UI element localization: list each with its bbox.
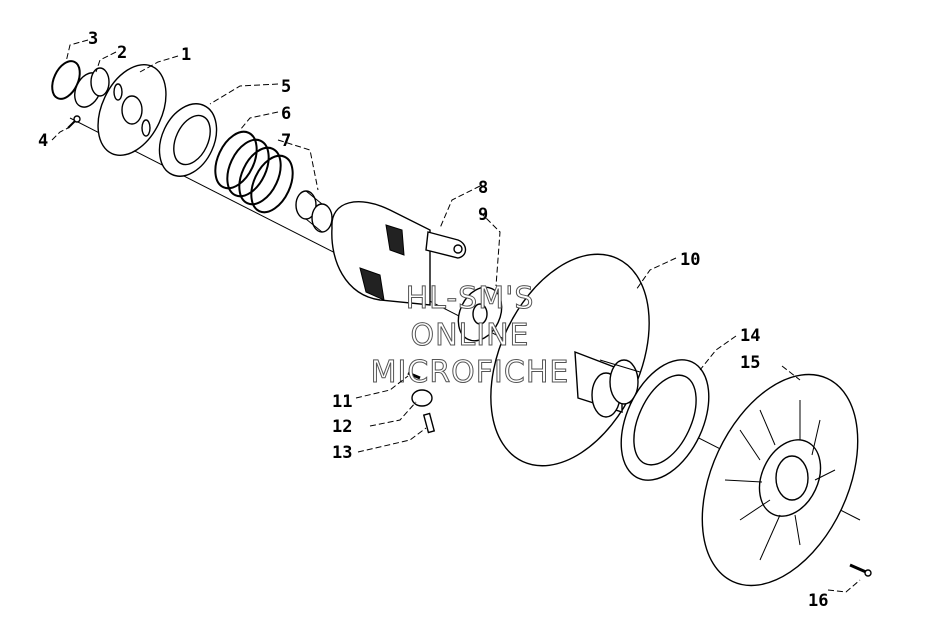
leader-9: [479, 211, 501, 287]
watermark: HL-SM'S ONLINE MICROFICHE: [370, 281, 570, 391]
callout-15: 15: [740, 353, 760, 373]
part-14-ring: [620, 359, 710, 481]
leader-3: [65, 39, 89, 63]
callout-3: 3: [88, 29, 98, 49]
watermark-line-2: ONLINE: [410, 318, 529, 353]
part-4-screw: [67, 115, 81, 129]
part-13-pin: [422, 412, 436, 434]
callout-9: 9: [478, 205, 488, 225]
part-8-cam-arm: [425, 231, 467, 259]
callout-1: 1: [181, 45, 191, 65]
part-7-bushing: [295, 190, 333, 233]
leader-10: [635, 257, 677, 291]
leader-2: [95, 51, 117, 73]
part-16-screw: [849, 563, 872, 577]
callout-8: 8: [478, 178, 488, 198]
callout-6: 6: [281, 104, 291, 124]
part-9-washer: [457, 286, 503, 342]
callout-10: 10: [680, 250, 700, 270]
callout-7: 7: [281, 131, 291, 151]
leader-15: [781, 365, 801, 381]
leader-1: [139, 55, 179, 73]
callout-16: 16: [808, 591, 828, 611]
callout-14: 14: [740, 326, 760, 346]
leader-11: [355, 375, 409, 399]
cam-housing: [331, 201, 431, 306]
leader-6: [239, 111, 279, 131]
part-12-roller: [411, 389, 433, 407]
part-5-ring: [158, 103, 218, 177]
callout-13: 13: [332, 443, 352, 463]
part-15-fan-face: [701, 373, 859, 587]
leader-7: [277, 139, 319, 191]
watermark-line-1: HL-SM'S: [406, 281, 535, 316]
part-6-7-spring: [214, 130, 294, 214]
watermark-line-3: MICROFICHE: [371, 355, 570, 390]
leader-5: [209, 83, 279, 105]
callout-4: 4: [38, 131, 48, 151]
callout-11: 11: [332, 392, 352, 412]
callout-12: 12: [332, 417, 352, 437]
callout-2: 2: [117, 43, 127, 63]
part-2-bushing: [74, 67, 110, 108]
leader-8: [439, 185, 481, 229]
part-11-pin: [407, 371, 421, 380]
callout-5: 5: [281, 77, 291, 97]
leader-14: [699, 335, 737, 371]
part-1-cover-plate: [97, 63, 167, 157]
leader-13: [357, 427, 427, 453]
leader-12: [369, 401, 417, 427]
leader-16: [827, 579, 861, 593]
leader-4: [51, 127, 69, 141]
part-10-sheave: [490, 253, 650, 467]
